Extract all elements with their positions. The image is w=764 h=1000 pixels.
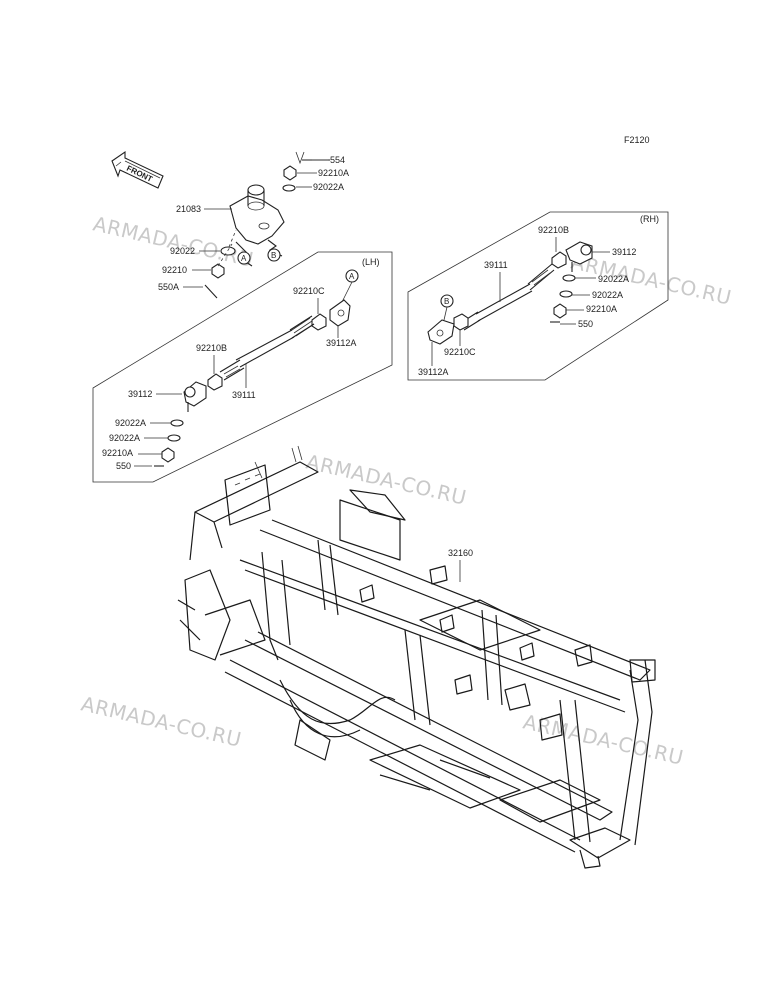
lh-group-label: (LH) [362, 257, 380, 267]
part-21083: 21083 [176, 204, 201, 214]
lh-part-550: 550 [116, 461, 131, 471]
rh-part-92210C: 92210C [444, 347, 476, 357]
rh-part-39111: 39111 [484, 260, 508, 270]
ref-marker-a: A [237, 251, 251, 265]
lh-tie-rod-group: (LH) A [92, 251, 393, 483]
rh-part-39112A: 39112A [418, 367, 448, 377]
ref-marker-b-rh: B [444, 297, 449, 306]
front-label: FRONT [125, 164, 154, 184]
watermark: ARMADA-CO.RU [304, 449, 469, 509]
lh-part-39112A: 39112A [326, 338, 356, 348]
rh-tie-rod-group: (RH) B [407, 211, 669, 381]
lh-part-92022A-2: 92022A [109, 433, 140, 443]
part-92022A: 92022A [313, 182, 344, 192]
lh-part-92022A-1: 92022A [115, 418, 146, 428]
main-frame [177, 445, 656, 869]
lh-part-92210B: 92210B [196, 343, 227, 353]
svg-text:A: A [241, 254, 247, 263]
rh-group-label: (RH) [640, 214, 659, 224]
lh-part-92210A: 92210A [102, 448, 133, 458]
ref-marker-a-lh: A [349, 272, 355, 281]
lh-labels: 92210C 39112A 92210B 39111 39112 92022A … [102, 286, 356, 471]
rh-part-550: 550 [578, 319, 593, 329]
rh-part-39112: 39112 [612, 247, 636, 257]
part-92022: 92022 [170, 246, 195, 256]
part-92210A: 92210A [318, 168, 349, 178]
part-92210: 92210 [162, 265, 187, 275]
watermark: ARMADA-CO.RU [569, 249, 734, 309]
lh-part-39111: 39111 [232, 390, 256, 400]
part-554: 554 [330, 155, 345, 165]
ref-marker-b: B [267, 248, 281, 262]
rh-part-92210A: 92210A [586, 304, 617, 314]
part-32160: 32160 [448, 548, 473, 558]
steering-shaft-assembly [204, 151, 330, 299]
lh-part-39112: 39112 [128, 389, 152, 399]
lh-part-92210C: 92210C [293, 286, 325, 296]
rh-part-92210B: 92210B [538, 225, 569, 235]
watermark: ARMADA-CO.RU [91, 211, 256, 271]
front-arrow-icon: FRONT [111, 150, 164, 189]
rh-part-92022A-1: 92022A [598, 274, 629, 284]
part-550A: 550A [158, 282, 179, 292]
svg-text:B: B [271, 251, 276, 260]
diagram-code: F2120 [624, 135, 650, 145]
rh-labels: 92210B 39112 39111 92022A 92022A 92210A … [418, 225, 636, 377]
top-assembly-labels: 554 92210A 92022A 21083 92022 92210 550A [158, 155, 349, 292]
watermark: ARMADA-CO.RU [79, 691, 244, 751]
rh-part-92022A-2: 92022A [592, 290, 623, 300]
